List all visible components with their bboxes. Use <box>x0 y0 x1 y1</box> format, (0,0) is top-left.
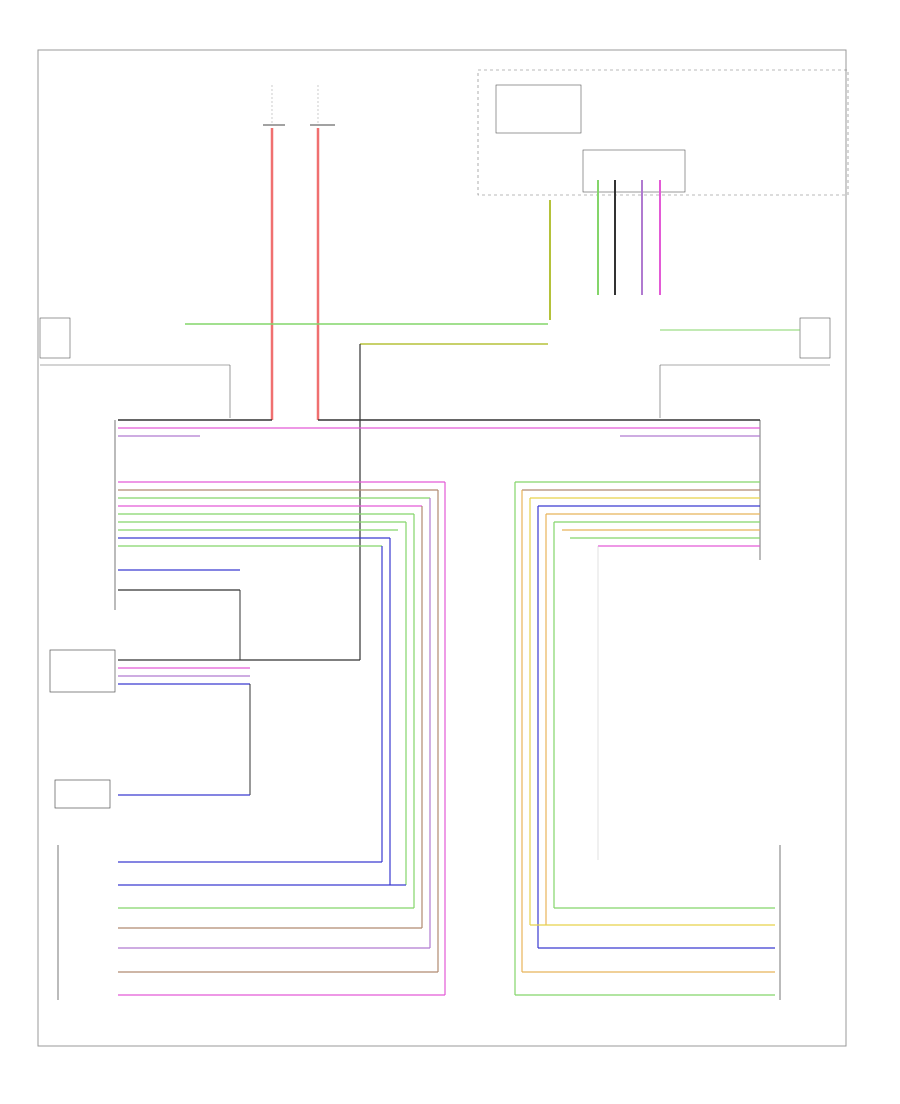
left-wire-bundle <box>118 481 445 796</box>
right-front-lock <box>659 317 831 418</box>
left-front-lock <box>39 317 231 418</box>
top-fuse-block <box>263 85 335 126</box>
left-rear-window <box>54 779 111 809</box>
right-wire-bundle <box>515 481 760 860</box>
relay-block <box>477 69 849 196</box>
frame-border <box>37 49 847 1047</box>
right-rear-lamp <box>515 845 781 1000</box>
left-rear-lamp <box>57 845 445 1000</box>
left-vertical-bundle <box>381 482 446 995</box>
right-vertical-bundle <box>514 482 555 995</box>
window-control-switch <box>49 649 116 693</box>
